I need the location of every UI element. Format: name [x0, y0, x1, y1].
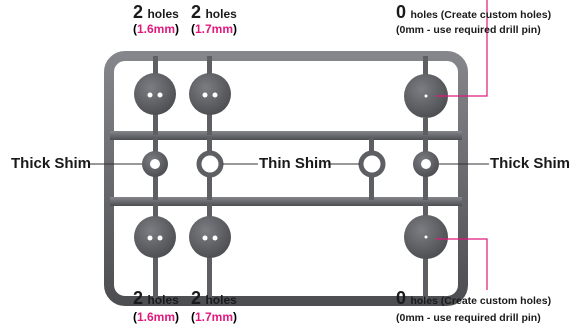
- sprue-runner-upper: [110, 131, 462, 140]
- bottom-col3-word: holes (Create custom holes): [410, 295, 552, 307]
- disc-top-1-6mm: [134, 73, 176, 115]
- top-col2-number: 2: [191, 2, 202, 22]
- bottom-col2-size-value: 1.7mm: [195, 310, 234, 324]
- thin-shim-right: [358, 150, 386, 178]
- sprue-gates: [153, 56, 428, 301]
- sprue-frame: [104, 51, 468, 306]
- bottom-col3-number: 0: [396, 288, 407, 308]
- bottom-col1-size: (1.6mm): [133, 310, 180, 324]
- thick-shim-right: [413, 151, 439, 177]
- top-col2-size-value: 1.7mm: [195, 22, 234, 36]
- disc-top-custom: [404, 74, 448, 118]
- disc-bottom-1-6mm: [134, 216, 176, 258]
- top-col1-count: 2 holes: [133, 2, 179, 23]
- disc-bottom-1-7mm: [189, 216, 231, 258]
- top-col3-word: holes (Create custom holes): [410, 9, 552, 21]
- bottom-col1-size-value: 1.6mm: [137, 310, 176, 324]
- bottom-col3-note: (0mm - use required drill pin): [396, 312, 541, 324]
- bottom-col2-count: 2 holes: [191, 288, 237, 309]
- top-col1-number: 2: [133, 2, 144, 22]
- bottom-col2-word: holes: [205, 293, 237, 307]
- top-col2-count: 2 holes: [191, 2, 237, 23]
- thick-shim-left: [142, 151, 168, 177]
- disc-top-1-7mm: [189, 73, 231, 115]
- bottom-col2-number: 2: [191, 288, 202, 308]
- top-col3-note: (0mm - use required drill pin): [396, 24, 541, 36]
- top-col1-size-value: 1.6mm: [137, 22, 176, 36]
- label-thick-shim-left: Thick Shim: [11, 155, 92, 172]
- top-col1-size: (1.6mm): [133, 22, 180, 36]
- disc-bottom-custom: [404, 215, 448, 259]
- label-thin-shim: Thin Shim: [259, 155, 332, 172]
- top-col1-word: holes: [147, 7, 179, 21]
- bottom-col1-number: 2: [133, 288, 144, 308]
- bottom-col3-count: 0 holes (Create custom holes): [396, 288, 551, 309]
- label-thick-shim-right: Thick Shim: [490, 155, 571, 172]
- bottom-col1-count: 2 holes: [133, 288, 179, 309]
- top-col2-size: (1.7mm): [191, 22, 238, 36]
- bottom-col1-word: holes: [147, 293, 179, 307]
- sprue-runner-lower: [110, 197, 462, 206]
- top-col3-number: 0: [396, 2, 407, 22]
- thin-shim-left: [196, 150, 224, 178]
- top-col2-word: holes: [205, 7, 237, 21]
- bottom-col2-size: (1.7mm): [191, 310, 238, 324]
- top-col3-count: 0 holes (Create custom holes): [396, 2, 551, 23]
- accent-leaders: [436, 0, 488, 290]
